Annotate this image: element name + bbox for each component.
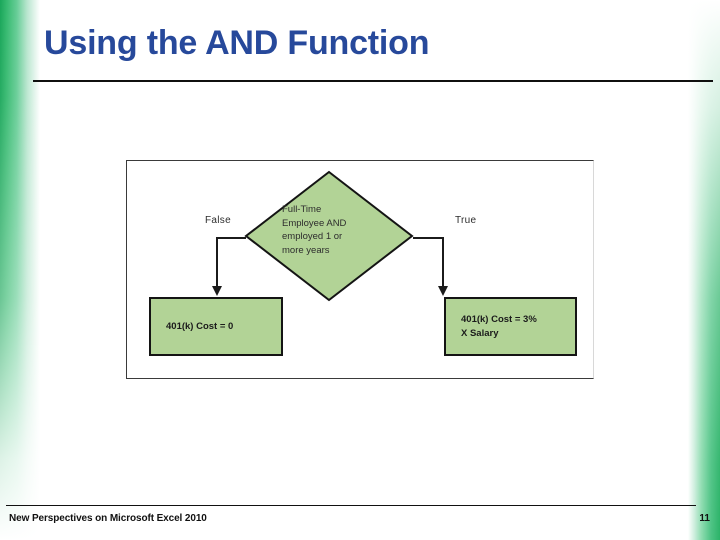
- branch-label-true: True: [455, 215, 477, 226]
- footer-source-text: New Perspectives on Microsoft Excel 2010: [9, 513, 207, 524]
- decision-label-line-3: employed 1 or: [282, 231, 343, 242]
- decision-diamond: Full-Time Employee AND employed 1 or mor…: [244, 170, 414, 302]
- decision-label-line-2: Employee AND: [282, 217, 347, 229]
- connector-true-vertical: [442, 237, 444, 287]
- connector-false-horizontal: [216, 237, 246, 239]
- connector-false-vertical: [216, 237, 218, 287]
- branch-label-false: False: [205, 215, 231, 226]
- footer-page-number: 11: [699, 513, 710, 524]
- diamond-shape: [244, 170, 414, 302]
- outcome-false-line-1: 401(k) Cost = 0: [166, 320, 234, 332]
- arrowhead-false-icon: [212, 286, 222, 296]
- outcome-box-true: 401(k) Cost = 3% X Salary: [444, 297, 577, 356]
- connector-true-horizontal: [413, 237, 444, 239]
- outcome-true-line-2: X Salary: [461, 327, 499, 339]
- title-divider: [33, 80, 713, 82]
- outcome-box-false: 401(k) Cost = 0: [149, 297, 283, 356]
- outcome-true-line-1: 401(k) Cost = 3%: [461, 314, 537, 325]
- decision-label-line-4: more years: [282, 244, 330, 256]
- decision-label-line-1: Full-Time: [282, 204, 322, 215]
- decision-label: Full-Time Employee AND employed 1 or mor…: [282, 203, 386, 257]
- outcome-box-true-label: 401(k) Cost = 3% X Salary: [446, 313, 537, 340]
- arrowhead-true-icon: [438, 286, 448, 296]
- outcome-box-false-label: 401(k) Cost = 0: [151, 320, 233, 334]
- flowchart-figure: Full-Time Employee AND employed 1 or mor…: [126, 160, 594, 379]
- page-title: Using the AND Function: [44, 24, 430, 62]
- footer-divider: [6, 505, 696, 506]
